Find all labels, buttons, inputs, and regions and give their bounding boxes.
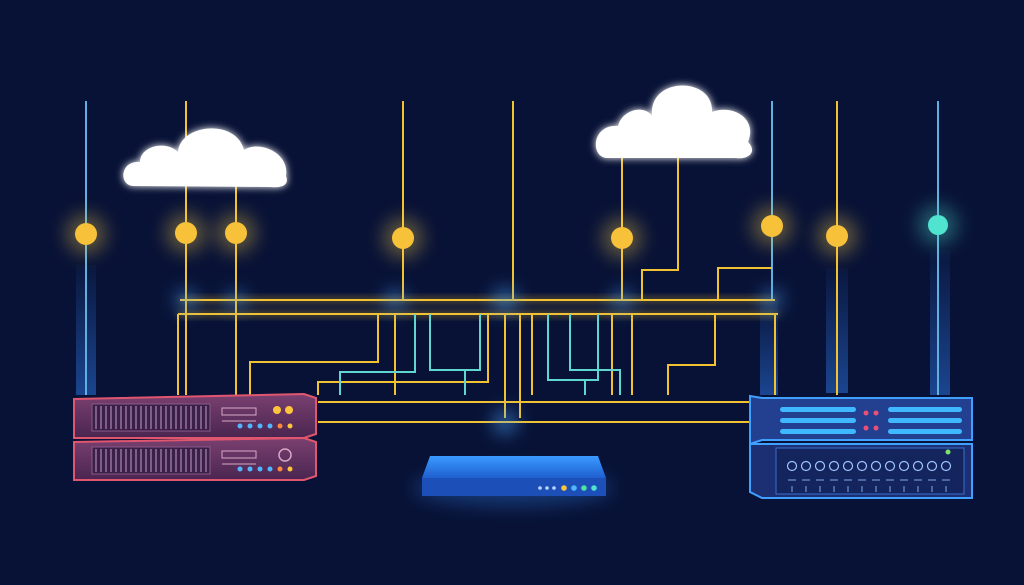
trunk-lines xyxy=(178,299,778,315)
trunk-junction-glows xyxy=(176,288,782,434)
server-rack-icon xyxy=(73,436,317,481)
network-nodes xyxy=(66,205,958,258)
network-node xyxy=(752,206,792,246)
network-node xyxy=(918,205,958,245)
patch-panel-icon xyxy=(749,443,973,499)
branch-wiring-yellow xyxy=(177,314,776,423)
server-rack-icon xyxy=(73,392,317,439)
network-switch-icon xyxy=(413,456,613,506)
network-node xyxy=(166,213,206,253)
port-dials xyxy=(786,460,952,472)
network-node xyxy=(383,218,423,258)
network-node xyxy=(66,214,106,254)
cloud-icon xyxy=(123,128,287,188)
server-rack-icon xyxy=(749,394,973,446)
network-node xyxy=(216,213,256,253)
port-marks xyxy=(788,479,950,492)
branch-wiring-cyan xyxy=(339,314,621,395)
network-node xyxy=(602,218,642,258)
vent-grille xyxy=(95,449,207,472)
vent-grille xyxy=(95,406,207,429)
cloud-icon xyxy=(595,85,753,159)
network-node xyxy=(817,216,857,256)
